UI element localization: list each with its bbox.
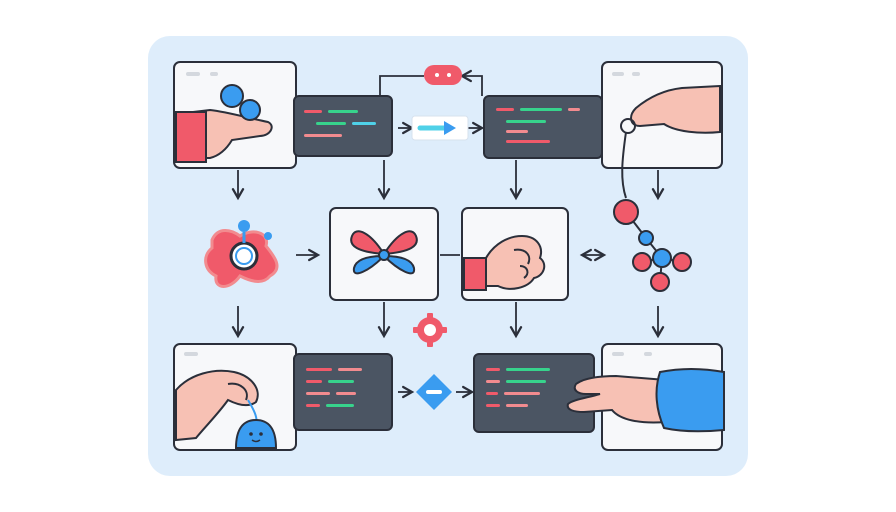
hand-holding-balls-icon [175,84,273,163]
connector-top-loop-left [379,75,424,96]
node-pointing-hand [566,343,725,451]
blob-ring-icon [204,220,279,288]
node-code-block-3 [293,353,393,431]
grabbing-hand-icon [463,234,546,291]
hand-pulling-string-icon [620,84,721,199]
molecule-icon [613,199,692,292]
arrow-right-icon [411,115,469,141]
code-snippet-icon [304,110,376,137]
gear-icon [413,313,447,347]
node-code-block-4 [473,353,595,433]
code-snippet-icon [496,108,580,143]
node-bow-tie [329,207,439,301]
node-code-block-1 [293,95,393,157]
node-blob-with-ring [204,220,279,288]
node-hand-pulling-string [601,61,723,199]
node-hand-with-blob [173,343,297,451]
hand-with-blob-icon [175,369,278,449]
connectors [231,69,665,399]
node-molecule [613,199,692,292]
bow-tie-icon [350,230,418,275]
diamond-icon [416,374,452,410]
node-code-block-2 [483,95,603,159]
pointing-hand-icon [566,368,725,433]
loop-pill-icon [424,65,462,85]
code-snippet-icon [486,368,550,407]
node-hand-holding-balls [173,61,297,169]
connector-top-loop-right [459,69,483,96]
node-hand-grabbing [461,207,569,301]
code-snippet-icon [306,368,362,407]
